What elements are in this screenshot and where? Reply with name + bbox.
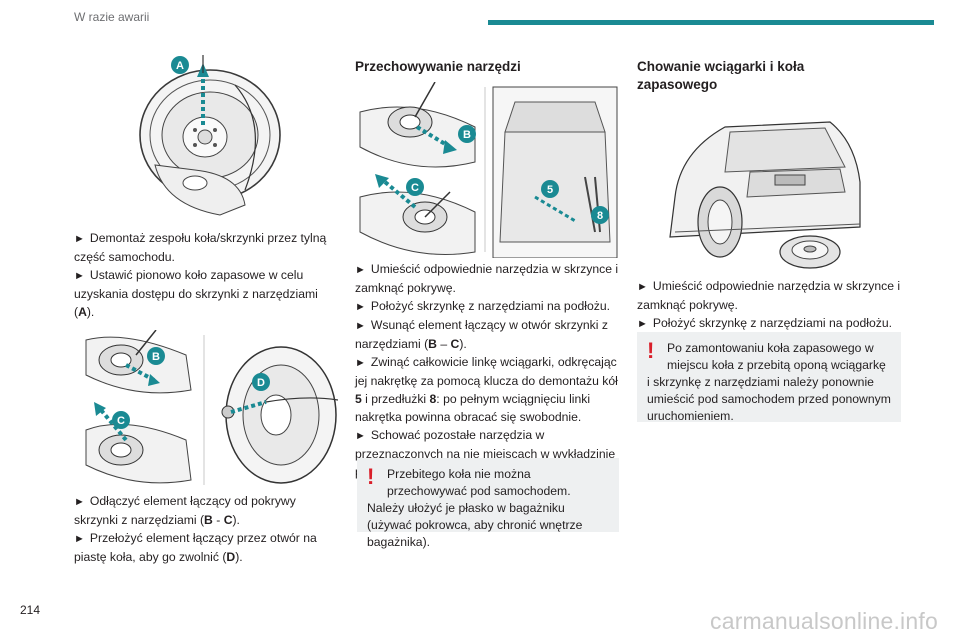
col3-instructions: ►Umieścić odpowiednie narzędzia w skrzyn… (637, 279, 901, 330)
label-d: D (257, 377, 265, 389)
label-c: C (117, 415, 125, 427)
bullet-arrow-icon: ► (355, 430, 366, 442)
header-accent-bar (488, 20, 934, 25)
bullet-arrow-icon: ► (637, 281, 648, 293)
label-b: B (152, 351, 160, 363)
col1-instructions-2: ►Odłączyć element łączący od pokrywy skr… (74, 494, 317, 564)
section-title-storage: Przechowywanie narzędzi (355, 59, 521, 74)
tool-storage-illustration: B C 5 8 (355, 82, 619, 258)
warning-exclamation-icon: ! (367, 464, 375, 489)
col2-instructions: ►Umieścić odpowiednie narzędzia w skrzyn… (355, 262, 619, 479)
bullet-arrow-icon: ► (355, 357, 366, 369)
bullet-arrow-icon: ► (355, 301, 366, 313)
label-5: 5 (547, 184, 553, 196)
warning-box-storage: ! Przebitego koła nie można przechowywać… (357, 458, 619, 549)
col1-instructions-1: ►Demontaż zespołu koła/skrzynki przez ty… (74, 231, 327, 319)
label-a: A (176, 60, 184, 72)
warning-box-stow: ! Po zamontowaniu koła zapasowego w miej… (637, 332, 901, 423)
bullet-arrow-icon: ► (74, 270, 85, 282)
bullet-arrow-icon: ► (74, 233, 85, 245)
car-rear-illustration (669, 121, 861, 269)
label-c: C (411, 182, 419, 194)
label-8: 8 (597, 210, 603, 222)
bullet-arrow-icon: ► (355, 320, 366, 332)
bullet-arrow-icon: ► (637, 318, 648, 330)
bullet-arrow-icon: ► (355, 264, 366, 276)
watermark: carmanualsonline.info (710, 608, 938, 634)
label-b: B (463, 129, 471, 141)
page-number: 214 (20, 603, 41, 617)
running-header: W razie awarii (74, 10, 150, 24)
section-title-stow-winch: Chowanie wciągarki i koła zapasowego (637, 59, 805, 92)
bullet-arrow-icon: ► (74, 496, 85, 508)
spare-wheel-illustration: A (139, 55, 281, 216)
bullet-arrow-icon: ► (74, 533, 85, 545)
cable-disconnect-illustration: B C D (76, 330, 338, 490)
warning-exclamation-icon: ! (647, 338, 655, 363)
